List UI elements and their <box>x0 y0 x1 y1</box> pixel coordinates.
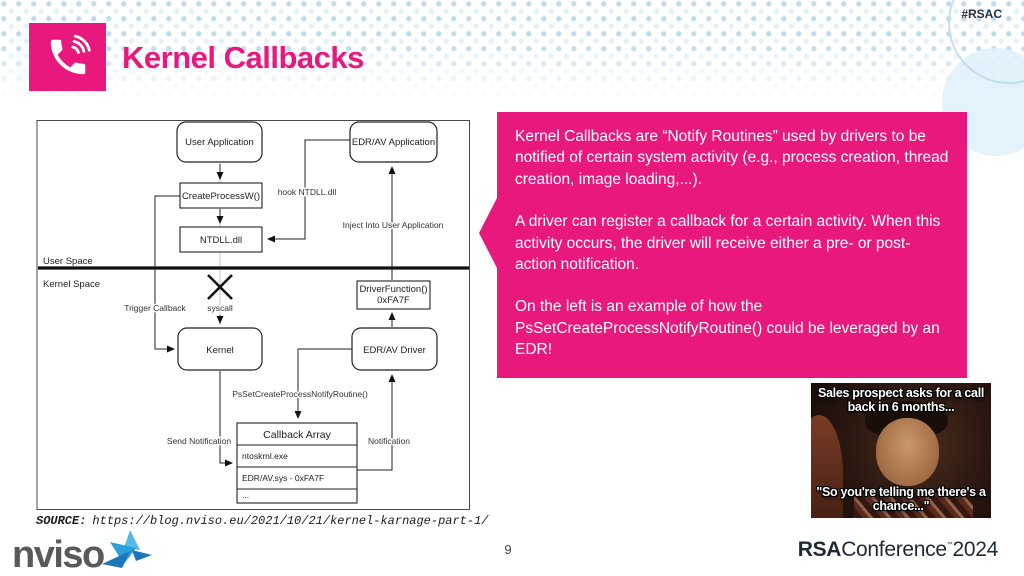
meme-face <box>875 418 939 486</box>
callback-array-header: Callback Array <box>263 429 331 441</box>
callback-array-table: Callback Array ntoskrnl.exe EDR/AV.sys -… <box>236 422 358 504</box>
node-createprocessw <box>179 182 263 209</box>
edge-label-trigger-callback: Trigger Callback <box>124 303 186 313</box>
edge-send-notification <box>219 371 233 467</box>
rsac-hashtag: #RSAC <box>961 7 1002 21</box>
node-user-application <box>176 121 263 163</box>
node-label-driver-function: DriverFunction() <box>359 284 427 295</box>
node-driver-function <box>356 280 431 310</box>
callout-paragraph-1: Kernel Callbacks are “Notify Routines” u… <box>515 128 949 188</box>
callout-paragraph-3: On the left is an example of how the PsS… <box>515 298 940 358</box>
rsa-logo-year: 2024 <box>952 538 998 561</box>
nviso-wordmark: nviso <box>12 534 105 576</box>
node-kernel <box>177 327 263 371</box>
region-label-user-space: User Space <box>43 256 93 267</box>
callback-array-row: ntoskrnl.exe <box>242 451 288 461</box>
edge-label-send-notification: Send Notification <box>167 436 232 446</box>
slide-icon-square <box>29 23 106 91</box>
edge-label-notification: Notification <box>368 436 410 446</box>
meme-top-text: Sales prospect asks for a call back in 6… <box>817 386 985 414</box>
region-label-kernel-space: Kernel Space <box>43 279 100 290</box>
page-title: Kernel Callbacks <box>122 40 364 75</box>
node-label-ntdll: NTDLL.dll <box>200 235 242 246</box>
edge-psset-callbackarray <box>294 348 352 419</box>
callout-paragraph-2: A driver can register a callback for a c… <box>515 213 941 273</box>
source-line: SOURCE: https://blog.nviso.eu/2021/10/21/… <box>36 514 489 528</box>
meme-bottom-text: "So you're telling me there's a chance..… <box>816 485 986 513</box>
header-dot-pattern <box>0 0 1024 102</box>
node-label-user-application: User Application <box>185 137 254 148</box>
edge-trigger-callback <box>154 195 180 353</box>
node-label-edr-av-driver: EDR/AV Driver <box>363 345 426 356</box>
edge-label-hook: hook NTDLL.dll <box>278 187 337 197</box>
edge-label-psset: PsSetCreateProcessNotifyRoutine() <box>232 389 368 399</box>
rsa-conference-logo: RSAConference™2024 <box>797 538 999 562</box>
meme-image: Sales prospect asks for a call back in 6… <box>811 383 991 518</box>
rsa-logo-conference: Conference <box>841 538 947 561</box>
callback-array-row: EDR/AV.sys - 0xFA7F <box>242 473 324 483</box>
node-edr-av-application <box>349 121 438 163</box>
rsa-logo-bold: RSA <box>797 538 842 561</box>
edge-label-syscall: syscall <box>207 303 233 313</box>
phone-call-icon <box>50 34 91 75</box>
node-edr-av-driver <box>351 327 438 371</box>
node-label-edr-av-application: EDR/AV Application <box>352 137 435 148</box>
source-url[interactable]: https://blog.nviso.eu/2021/10/21/kernel-… <box>92 514 489 528</box>
meme-shirt <box>854 493 973 518</box>
edge-hook-ntdll <box>267 139 350 243</box>
node-label-driver-function-addr: 0xFA7F <box>377 295 410 306</box>
edge-label-inject: Inject Into User Application <box>343 220 444 230</box>
node-ntdll <box>179 226 263 253</box>
kernel-callbacks-diagram: Callback Array ntoskrnl.exe EDR/AV.sys -… <box>36 118 471 512</box>
page-number: 9 <box>504 542 512 557</box>
callout-tail <box>479 196 498 270</box>
callout-bubble: Kernel Callbacks are “Notify Routines” u… <box>479 112 967 378</box>
callback-array-row: ... <box>242 490 249 500</box>
edge-notification <box>357 374 396 471</box>
nviso-bird-icon <box>101 530 152 568</box>
rsa-logo-trademark: ™ <box>946 542 953 548</box>
source-label: SOURCE: <box>36 514 87 528</box>
blocked-x-mark <box>207 274 233 300</box>
node-label-kernel: Kernel <box>206 345 233 356</box>
node-label-createprocessw: CreateProcessW() <box>182 191 260 202</box>
nviso-logo: nviso <box>12 528 152 574</box>
